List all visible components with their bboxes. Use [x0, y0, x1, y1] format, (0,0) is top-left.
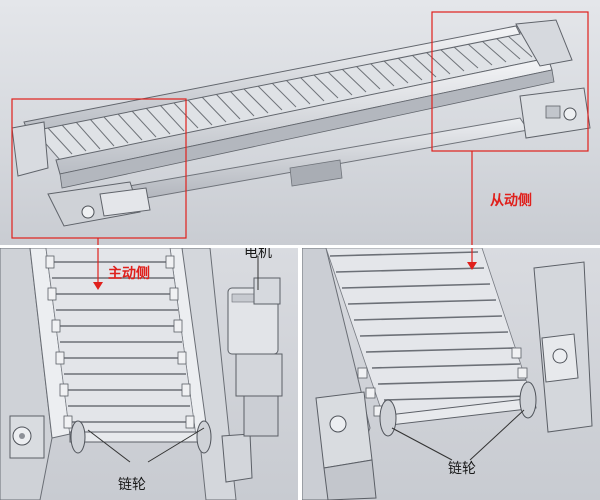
panel-divider-horizontal: [0, 245, 600, 248]
driven-side-arrow-head: [467, 262, 477, 270]
sprocket-leader-right: [469, 409, 525, 461]
shaft-end-left: [329, 415, 347, 433]
sprocket-label-right: 链轮: [448, 461, 476, 477]
sprocket-label-left: 链轮: [118, 477, 146, 493]
sprocket-left-gear: [70, 420, 86, 454]
sprocket-right-gear: [519, 381, 537, 419]
end-foot-left: [323, 459, 377, 500]
belt-rods: [47, 35, 533, 155]
driven-side-detail-drawing: [302, 248, 593, 500]
driven-shaft-end: [563, 107, 577, 121]
driven-side-detail: 链轮: [302, 248, 600, 500]
sprocket-leader-left: [391, 427, 453, 461]
drive-side-detail-drawing: [0, 248, 283, 500]
drive-side-label: 主动侧: [108, 266, 150, 282]
conveyor-overview-drawing: [11, 11, 591, 245]
drive-shaft-end: [81, 205, 95, 219]
driven-side-callout-box: [431, 11, 589, 152]
driven-tensioner: [545, 105, 561, 119]
drive-shaft: [69, 431, 201, 443]
side-chains: [45, 255, 195, 429]
driven-end-plate-far: [515, 19, 573, 67]
belt-rods-detail: [50, 261, 192, 423]
panel-divider-vertical: [298, 248, 302, 500]
drive-end-plate-far: [11, 121, 49, 177]
driven-side-label: 从动侧: [490, 193, 532, 209]
conveyor-overview: 从动侧: [0, 0, 600, 245]
motor: [227, 277, 283, 437]
drive-bearing-block: [99, 187, 151, 217]
sprocket-leader-left: [87, 429, 131, 463]
motor-label: 电机: [244, 248, 272, 261]
shaft-center: [19, 433, 25, 439]
sprocket-leader-right: [147, 427, 205, 463]
drive-side-callout-box: [11, 98, 187, 239]
drive-side-detail: 主动侧 电机 链轮: [0, 248, 298, 500]
sprocket-right-gear: [196, 420, 212, 454]
center-support: [289, 159, 343, 187]
belt-rods-detail: [329, 251, 531, 401]
shaft-end-right: [552, 348, 568, 364]
sprocket-left-gear: [379, 399, 397, 437]
drive-side-arrow-head: [93, 282, 103, 290]
gearbox-block: [221, 433, 253, 483]
near-rail-lower: [59, 69, 555, 189]
